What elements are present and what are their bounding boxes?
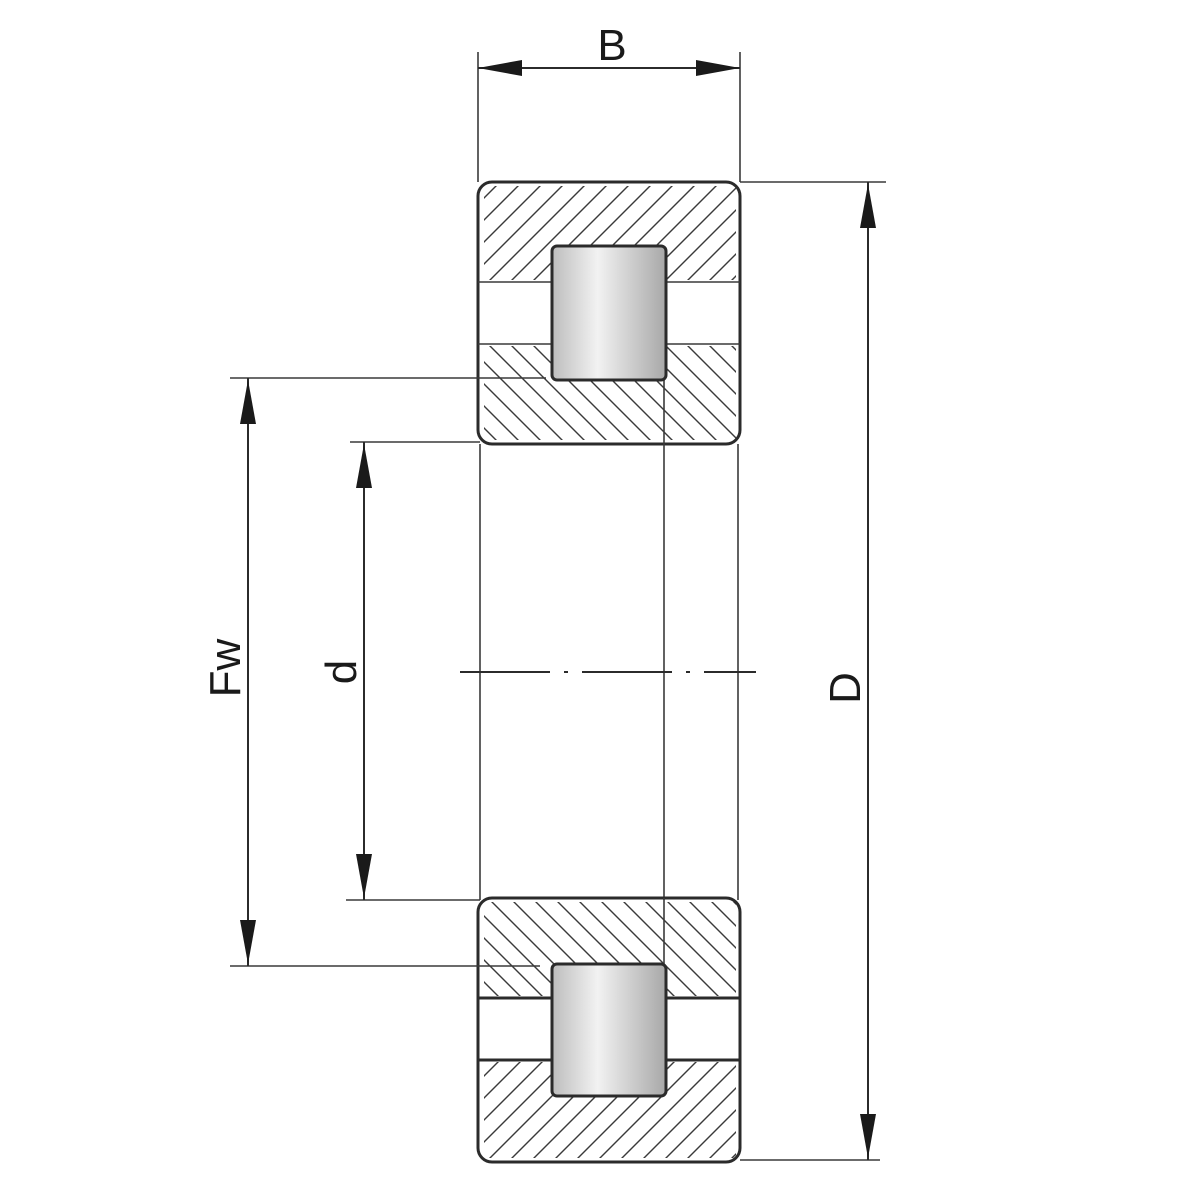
hatch-line — [619, 902, 721, 996]
hatch-line — [509, 186, 611, 280]
hatch-line — [376, 1060, 478, 1162]
dimension-d-outer: D — [821, 182, 876, 1160]
hatch-line — [774, 898, 874, 998]
hatch-line — [752, 344, 852, 444]
hatch-line — [840, 344, 940, 444]
hatch-line — [484, 1062, 567, 1158]
extension-lines — [230, 52, 886, 1161]
hatch-line — [705, 1062, 736, 1158]
hatch-line — [729, 346, 736, 440]
hatch-line — [509, 346, 611, 440]
hatch-line — [484, 1062, 523, 1158]
hatch-line — [663, 346, 736, 440]
hatch-line — [796, 182, 896, 282]
hatch-line — [772, 1060, 874, 1162]
hatch-line — [685, 186, 736, 280]
inner-ring-top-hatch — [356, 344, 940, 444]
hatch-line — [727, 1062, 736, 1158]
label-b: B — [597, 21, 626, 70]
hatch-line — [796, 344, 896, 444]
label-d-outer: D — [821, 672, 870, 704]
hatch-line — [378, 898, 478, 998]
hatch-line — [774, 344, 874, 444]
hatch-line — [729, 902, 736, 996]
hatch-line — [707, 902, 736, 996]
hatch-line — [531, 346, 633, 440]
hatch-line — [484, 346, 567, 440]
hatch-line — [484, 902, 501, 996]
hatch-line — [661, 1062, 736, 1158]
hatch-line — [796, 898, 896, 998]
roller-top — [550, 244, 668, 382]
dimension-d-bore: d — [317, 442, 372, 900]
hatch-line — [484, 346, 501, 440]
hatch-line — [840, 182, 940, 282]
outer-ring-top-hatch — [356, 182, 940, 282]
hatch-line — [378, 344, 478, 444]
hatch-line — [750, 1060, 852, 1162]
roller-bottom — [550, 962, 668, 1098]
hatch-line — [838, 1060, 940, 1162]
dimension-b: B — [478, 21, 740, 76]
hatch-line — [595, 1062, 699, 1158]
hatch-line — [774, 182, 874, 282]
hatch-line — [617, 1062, 721, 1158]
hatch-line — [685, 346, 736, 440]
hatch-line — [484, 186, 545, 280]
hatch-line — [639, 1062, 736, 1158]
hatch-line — [663, 902, 736, 996]
hatch-line — [484, 186, 501, 280]
hatch-line — [683, 1062, 736, 1158]
hatch-line — [663, 186, 736, 280]
hatch-line — [860, 1060, 962, 1162]
hatch-line — [484, 186, 523, 280]
hatch-line — [840, 898, 940, 998]
hatch-line — [484, 186, 567, 280]
hatch-line — [487, 346, 589, 440]
hatch-line — [794, 1060, 896, 1162]
hatch-line — [685, 902, 736, 996]
hatch-line — [641, 902, 736, 996]
dimension-fw: Fw — [201, 378, 256, 966]
bearing-section-bottom — [476, 896, 742, 1164]
hatch-line — [707, 346, 736, 440]
label-fw: Fw — [201, 638, 250, 697]
hatch-line — [531, 186, 633, 280]
hatch-line — [356, 182, 456, 282]
label-d-bore: d — [317, 660, 366, 684]
hatch-line — [484, 346, 545, 440]
hatch-line — [752, 182, 852, 282]
bearing-section-top — [476, 180, 742, 446]
hatch-line — [707, 186, 736, 280]
hatch-line — [597, 902, 699, 996]
section-outline-top — [476, 180, 742, 446]
hatch-line — [484, 1062, 501, 1158]
hatch-line — [487, 186, 589, 280]
hatch-line — [484, 346, 523, 440]
hatch-line — [729, 186, 736, 280]
hatch-line — [378, 182, 478, 282]
section-outline-bottom — [476, 896, 742, 1164]
hatch-line — [484, 1062, 545, 1158]
hatch-line — [484, 902, 545, 996]
hatch-line — [356, 344, 456, 444]
hatch-line — [484, 902, 523, 996]
hatch-line — [752, 898, 852, 998]
hatch-line — [484, 902, 567, 996]
hatch-line — [356, 898, 456, 998]
hatch-line — [354, 1060, 456, 1162]
